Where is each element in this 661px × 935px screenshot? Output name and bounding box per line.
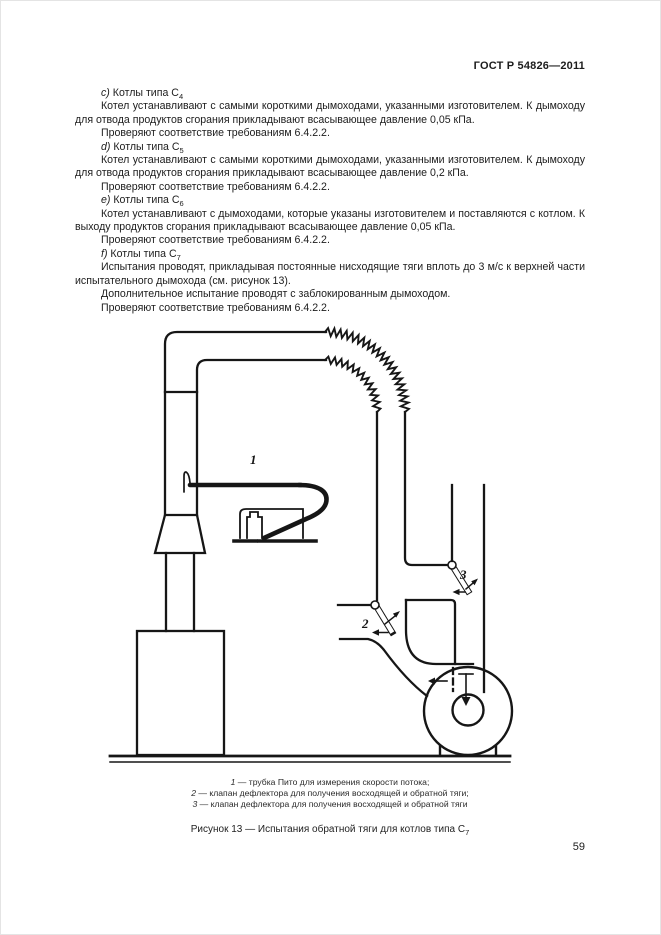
subscript: 7 (176, 252, 181, 262)
item-heading-d: d) Котлы типа С5 (75, 141, 585, 154)
paragraph: Котел устанавливают с дымоходами, которы… (75, 207, 585, 234)
flue-duct (163, 330, 328, 517)
callout-1-pitot: 1 (250, 452, 257, 467)
valve-pivot (447, 560, 457, 570)
paragraph: Проверяют соответствие требованиям 6.4.2… (101, 301, 330, 314)
fan-inlet-eye (451, 693, 485, 727)
item-letter: c) (101, 87, 110, 99)
item-heading-f: f) Котлы типа С7 (75, 248, 585, 261)
pitot-tube (183, 471, 329, 541)
paragraph: Испытания проводят, прикладывая постоянн… (75, 261, 585, 287)
legend-text: — трубка Пито для измерения скорости пот… (235, 777, 430, 787)
valve-flap-hatching (451, 566, 472, 595)
callout-3-valve: 3 (459, 567, 467, 582)
subscript: 6 (179, 199, 184, 209)
valve-flap-hatching (374, 605, 396, 636)
paragraph: Дополнительное испытание проводят с забл… (101, 288, 451, 301)
valve-swing-arrows (452, 578, 478, 596)
micromanometer (232, 508, 318, 543)
duct-separator-wall (404, 598, 475, 693)
pitot-probe-tip (183, 471, 191, 493)
body-text: c) Котлы типа С4 Котел устанавливают с с… (75, 87, 585, 315)
figure-caption: Рисунок 13 — Испытания обратной тяги для… (75, 824, 585, 837)
deflector-valve-3 (447, 560, 478, 596)
legend-number: 2 (191, 788, 197, 799)
document-header: ГОСТ Р 54826—2011 (473, 60, 585, 72)
item-letter: f) (101, 247, 108, 260)
item-text: Котлы типа С (110, 140, 180, 153)
paragraph: Проверяют соответствие требованиям 6.4.2… (101, 127, 330, 140)
subscript: 4 (178, 92, 184, 102)
down-flow-arrowhead (461, 697, 471, 706)
item-heading-e: e) Котлы типа С6 (75, 194, 585, 207)
hose-duct-outer-wall (403, 410, 449, 567)
boiler (135, 629, 226, 757)
item-letter: e) (101, 194, 111, 207)
page-number: 59 (572, 841, 585, 853)
stub-lower-wall-elbow (338, 637, 429, 698)
callout-2-valve: 2 (361, 616, 369, 631)
item-heading-c: c) Котлы типа С4 (75, 87, 585, 100)
subscript: 5 (179, 145, 184, 155)
legend-text: — клапан дефлектора для получения восход… (196, 788, 469, 799)
flexible-hose (323, 325, 412, 414)
legend-item: 2 — клапан дефлектора для получения восх… (75, 788, 585, 799)
valve-swing-arrows (372, 611, 400, 636)
caption-text: Рисунок 13 — Испытания обратной тяги для… (190, 824, 466, 835)
legend-text: — клапан дефлектора для получения восход… (197, 799, 468, 810)
paragraph: Котел устанавливают с самыми короткими д… (75, 154, 585, 180)
item-text: Котлы типа С (110, 194, 180, 207)
valve-pivot (370, 600, 380, 610)
manometer-reservoir (246, 511, 263, 539)
paragraph: Проверяют соответствие требованиям 6.4.2… (101, 234, 330, 247)
manometer-body (239, 508, 304, 539)
legend-item: 1 — трубка Пито для измерения скорости п… (75, 777, 585, 788)
legend-number: 3 (192, 799, 198, 810)
flow-arrows (428, 673, 474, 706)
item-text: Котлы типа С (109, 87, 179, 99)
deflector-valve-2 (336, 600, 429, 698)
item-text: Котлы типа С (107, 247, 177, 260)
paragraph: Проверяют соответствие требованиям 6.4.2… (101, 180, 330, 193)
fan (422, 665, 514, 757)
legend-item: 3 — клапан дефлектора для получения восх… (75, 799, 585, 810)
fan-scroll (422, 665, 514, 757)
left-flow-arrowhead (428, 677, 435, 685)
paragraph: Котел устанавливают с самыми короткими д… (75, 100, 585, 126)
figure-legend: 1 — трубка Пито для измерения скорости п… (75, 777, 585, 811)
subscript: 7 (465, 828, 470, 837)
draft-hood (153, 513, 207, 633)
base-line (108, 754, 512, 763)
legend-number: 1 (230, 777, 236, 787)
item-letter: d) (101, 140, 111, 153)
test-chimney (450, 483, 486, 694)
